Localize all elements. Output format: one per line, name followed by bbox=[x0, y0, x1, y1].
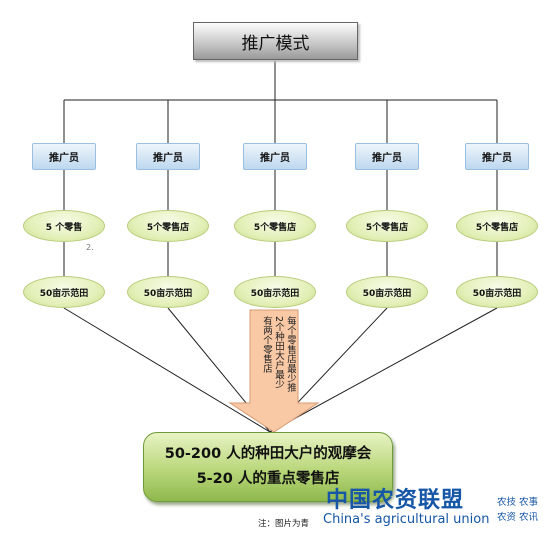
promoter-box-1: 推广员 bbox=[32, 143, 96, 170]
promoter-box-5: 推广员 bbox=[465, 143, 529, 170]
stray-mark: 2. bbox=[86, 243, 94, 252]
store-ellipse-2: 5个零售店 bbox=[127, 210, 209, 242]
watermark-name: 中国农资联盟 bbox=[326, 488, 465, 513]
arrow-text: 每个零售店最少推2个种田大户最少有两个零售店 bbox=[261, 316, 296, 392]
range-ellipse-1: 50亩示范田 bbox=[23, 276, 105, 308]
watermark-tag-1: 农技 农事 bbox=[497, 497, 539, 508]
converge-5 bbox=[269, 307, 498, 433]
store-ellipse-5: 5个零售店 bbox=[456, 210, 538, 242]
bottom-line-1: 50-200 人的种田大户的观摩会 bbox=[164, 446, 372, 462]
bottom-box: 50-200 人的种田大户的观摩会 5-20 人的重点零售店 bbox=[143, 432, 393, 502]
watermark-tag-2: 农资 农讯 bbox=[497, 512, 539, 523]
center-arrow bbox=[228, 309, 320, 433]
range-ellipse-3: 50亩示范田 bbox=[234, 276, 316, 308]
note-text: 注：图片为青 bbox=[258, 519, 310, 529]
promoter-box-3: 推广员 bbox=[243, 143, 307, 170]
promoter-box-2: 推广员 bbox=[136, 143, 200, 170]
range-ellipse-4: 50亩示范田 bbox=[346, 276, 428, 308]
store-ellipse-4: 5个零售店 bbox=[346, 210, 428, 242]
range-ellipse-2: 50亩示范田 bbox=[127, 276, 209, 308]
store-ellipse-1: 5 个零售 bbox=[23, 210, 105, 242]
bottom-line-2: 5-20 人的重点零售店 bbox=[196, 471, 340, 487]
converge-1 bbox=[63, 307, 271, 433]
promoter-box-4: 推广员 bbox=[355, 143, 419, 170]
watermark-english: China's agricultural union bbox=[323, 512, 490, 527]
store-ellipse-3: 5个零售店 bbox=[234, 210, 316, 242]
title-box: 推广模式 bbox=[193, 22, 358, 60]
range-ellipse-5: 50亩示范田 bbox=[456, 276, 538, 308]
